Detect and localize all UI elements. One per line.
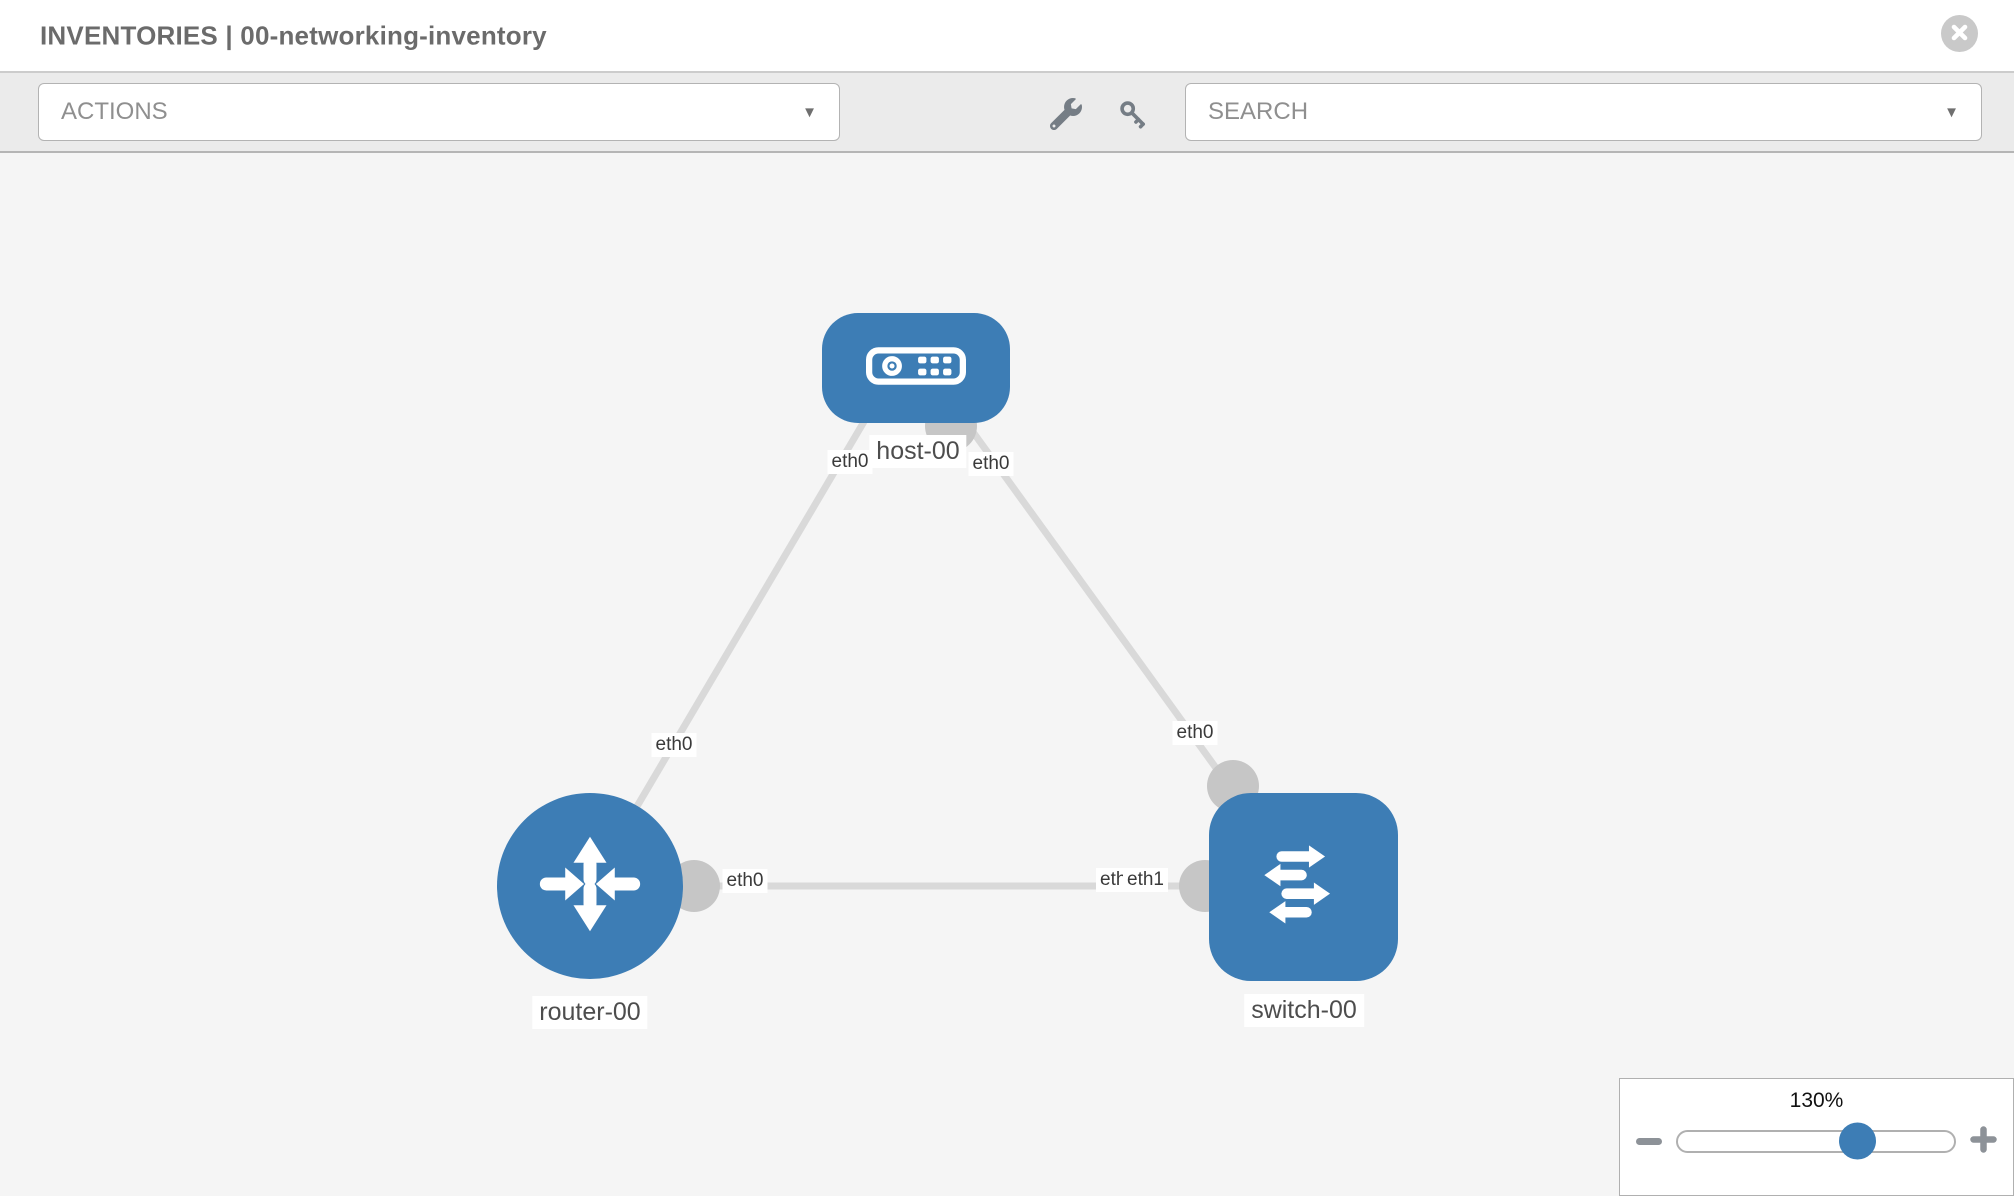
zoom-panel: 130% bbox=[1619, 1078, 2014, 1196]
interface-label: eth0 bbox=[968, 452, 1014, 476]
chevron-down-icon: ▼ bbox=[1944, 103, 1959, 121]
links-layer bbox=[586, 400, 1300, 912]
chevron-down-icon: ▼ bbox=[802, 103, 817, 121]
node-label: switch-00 bbox=[1244, 994, 1364, 1027]
credentials-button[interactable] bbox=[1113, 95, 1153, 135]
node-label: host-00 bbox=[869, 435, 967, 468]
node-router-00[interactable] bbox=[497, 793, 683, 979]
zoom-level-label: 130% bbox=[1789, 1089, 1844, 1112]
interface-label: eth0 bbox=[1172, 721, 1218, 745]
zoom-slider-row bbox=[1636, 1121, 1997, 1161]
topology-canvas[interactable]: eth0 eth0 eth0 eth0 eth0 eth1 eth0 bbox=[0, 153, 2014, 1196]
zoom-slider-track[interactable] bbox=[1676, 1122, 1956, 1160]
interface-label: eth0 bbox=[722, 869, 768, 893]
toolbar: ACTIONS ▼ SEARCH ▼ bbox=[0, 73, 2014, 153]
page-title: INVENTORIES | 00-networking-inventory bbox=[40, 20, 547, 50]
interface-label: eth0 bbox=[827, 450, 873, 474]
zoom-out-button[interactable] bbox=[1636, 1137, 1662, 1145]
interface-label: eth0 bbox=[651, 733, 697, 757]
close-icon bbox=[1950, 23, 1969, 45]
search-dropdown-label: SEARCH bbox=[1208, 98, 1309, 125]
zoom-slider-thumb[interactable] bbox=[1838, 1122, 1876, 1160]
node-switch-00[interactable] bbox=[1209, 793, 1398, 981]
search-dropdown[interactable]: SEARCH ▼ bbox=[1185, 83, 1982, 141]
switch-icon bbox=[1242, 823, 1366, 952]
interface-label: eth1 bbox=[1123, 868, 1168, 892]
plus-icon bbox=[1970, 1126, 1997, 1156]
node-host-00[interactable] bbox=[822, 313, 1010, 423]
actions-dropdown-label: ACTIONS bbox=[61, 98, 168, 125]
minus-icon bbox=[1636, 1137, 1662, 1145]
configure-button[interactable] bbox=[1046, 95, 1086, 135]
key-icon bbox=[1117, 98, 1149, 133]
close-button[interactable] bbox=[1941, 15, 1978, 52]
actions-dropdown[interactable]: ACTIONS ▼ bbox=[38, 83, 840, 141]
node-label: router-00 bbox=[532, 996, 648, 1029]
router-icon bbox=[531, 825, 649, 948]
header: INVENTORIES | 00-networking-inventory bbox=[0, 0, 2014, 73]
server-icon bbox=[866, 346, 966, 391]
zoom-in-button[interactable] bbox=[1970, 1126, 1997, 1156]
wrench-icon bbox=[1049, 97, 1082, 133]
